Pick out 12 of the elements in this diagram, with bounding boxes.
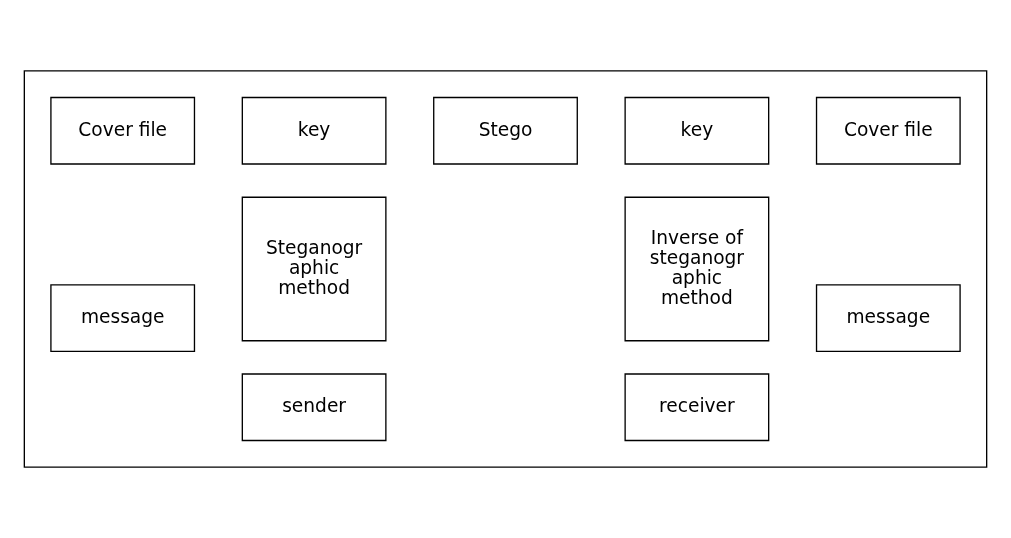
node-box: Steganogr aphic method [241, 196, 387, 342]
node-box: Stego [433, 96, 578, 165]
node-box: message [815, 284, 961, 353]
node-box: sender [241, 373, 387, 442]
node-box: message [50, 284, 196, 353]
node-box: Inverse of steganogr aphic method [624, 196, 770, 342]
node-box: Cover file [50, 96, 196, 165]
node-box: receiver [624, 373, 770, 442]
node-box: key [624, 96, 770, 165]
node-box: key [241, 96, 387, 165]
cluster [23, 70, 988, 468]
node-box: Cover file [815, 96, 961, 165]
